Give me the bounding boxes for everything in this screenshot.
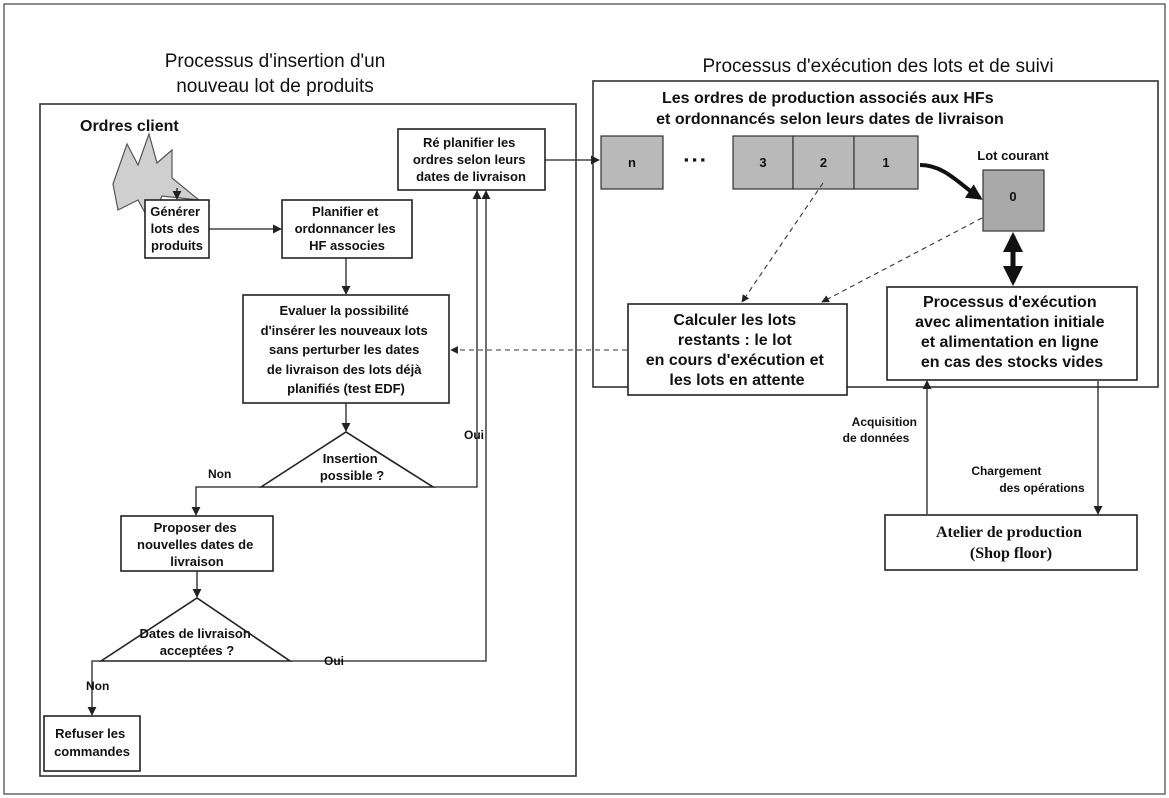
queue-cell	[853, 135, 919, 190]
queue-cell-label: 1	[882, 155, 889, 170]
queue-cell	[732, 135, 794, 190]
svg-text:Proposer des nouvelles dat: Proposer des nouvelles dates de livraiso…	[137, 520, 257, 569]
arrow-insertion-non	[191, 486, 261, 516]
left-panel-title-line2: nouveau lot de produits	[176, 76, 374, 97]
replan-orders-line: dates de livraison	[416, 169, 526, 184]
svg-text:Insertion possible ?: Insertion possible ?	[320, 451, 384, 483]
production-order-queue: n 3 2 1	[600, 135, 919, 190]
label-oui-dates: Oui	[324, 654, 344, 668]
plan-schedule-line: Planifier et	[312, 204, 379, 219]
queue-cell-label: 3	[759, 155, 766, 170]
refuse-orders-line: Refuser les	[55, 726, 125, 741]
replan-orders-line: ordres selon leurs	[413, 152, 526, 167]
arrow-insertion-oui	[433, 190, 482, 488]
insertion-decision-line: possible ?	[320, 468, 384, 483]
queue-cell-label: n	[628, 155, 636, 170]
arrow-dates-non	[87, 660, 101, 716]
right-panel-title: Processus d'exécution des lots et de sui…	[702, 56, 1053, 77]
svg-text:Planifier et ordonnancer l: Planifier et ordonnancer les HF associes	[295, 204, 400, 253]
insertion-decision-shape	[258, 431, 436, 488]
label-oui-insertion: Oui	[464, 428, 484, 442]
execution-process-line: avec alimentation initiale	[915, 314, 1105, 331]
arrow-lot1-to-current	[919, 163, 983, 200]
svg-text:Ré planifier les ordres se: Ré planifier les ordres selon leurs date…	[413, 135, 529, 184]
arrow-dates-oui	[290, 190, 491, 662]
current-lot-cell	[982, 169, 1045, 232]
calculate-remaining-line: Calculer les lots	[673, 312, 796, 329]
propose-dates-line: Proposer des	[154, 520, 237, 535]
dates-decision-line: Dates de livraison	[140, 626, 251, 641]
operations-loading-line: Chargement	[971, 464, 1041, 478]
customer-orders-label: Ordres client	[80, 118, 179, 135]
svg-text:Dates de livraison accepté: Dates de livraison acceptées ?	[140, 626, 255, 658]
plan-schedule-line: HF associes	[309, 238, 385, 253]
dates-decision-line: acceptées ?	[160, 643, 234, 658]
dashed-arrow-lot2-to-calculate	[741, 182, 824, 303]
shop-floor-line: (Shop floor)	[970, 545, 1052, 562]
svg-text:Acquisition de données: Acquisition de données	[843, 415, 921, 445]
shop-floor-line: Atelier de production	[936, 524, 1082, 541]
svg-text:Chargement des opérations: Chargement des opérations	[971, 464, 1085, 495]
execution-process-line: et alimentation en ligne	[921, 334, 1099, 351]
replan-orders-line: Ré planifier les	[423, 135, 515, 150]
execution-process-line: en cas des stocks vides	[921, 354, 1103, 371]
generate-lots-line: produits	[151, 238, 203, 253]
right-panel-frame	[592, 80, 1159, 388]
left-panel-frame	[39, 103, 577, 777]
calculate-remaining-line: les lots en attente	[669, 372, 804, 389]
queue-caption-line: et ordonnancés selon leurs dates de livr…	[656, 111, 1004, 128]
propose-dates-line: livraison	[170, 554, 224, 569]
evaluate-insertion-line: d'insérer les nouveaux lots	[261, 323, 428, 338]
svg-text:Evaluer la possibilité d'i: Evaluer la possibilité d'insérer les nou…	[261, 303, 432, 396]
svg-text:Calculer les lots restants: Calculer les lots restants : le lot en c…	[646, 312, 829, 389]
svg-text:Générer lots des produ: Générer lots des produits	[150, 204, 204, 253]
calculate-remaining-line: en cours d'exécution et	[646, 352, 825, 369]
queue-caption-line: Les ordres de production associés aux HF…	[662, 90, 994, 107]
label-non-dates: Non	[86, 679, 109, 693]
svg-text:Refuser les commandes: Refuser les commandes	[54, 726, 130, 759]
data-acquisition-line: de données	[843, 431, 910, 445]
generate-lots-line: lots des	[151, 221, 200, 236]
refuse-orders-box	[43, 715, 141, 772]
evaluate-insertion-line: planifiés (test EDF)	[287, 381, 405, 396]
generate-lots-line: Générer	[150, 204, 200, 219]
plan-schedule-line: ordonnancer les	[295, 221, 396, 236]
calculate-remaining-line: restants : le lot	[678, 332, 792, 349]
evaluate-insertion-line: sans perturber les dates	[269, 342, 419, 357]
left-panel-title-line1: Processus d'insertion d'un	[165, 51, 386, 72]
data-acquisition-line: Acquisition	[852, 415, 917, 429]
outer-border	[3, 3, 1166, 795]
svg-text:Atelier de production (Sho: Atelier de production (Shop floor)	[936, 524, 1086, 562]
dashed-arrow-current-to-calculate	[821, 217, 983, 303]
current-lot-value: 0	[1009, 189, 1016, 204]
current-lot-label: Lot courant	[977, 148, 1049, 163]
label-non-insertion: Non	[208, 467, 231, 481]
evaluate-insertion-box	[242, 294, 450, 404]
dates-decision-shape	[98, 597, 293, 662]
queue-cell	[792, 135, 855, 190]
shop-floor-box	[884, 514, 1138, 571]
insertion-decision-line: Insertion	[323, 451, 378, 466]
generate-lots-box	[144, 199, 210, 259]
execution-process-box	[886, 286, 1138, 381]
execution-process-line: Processus d'exécution	[923, 294, 1097, 311]
plan-schedule-box	[281, 199, 413, 259]
queue-ellipsis: ▪ ▪ ▪	[684, 152, 705, 167]
operations-loading-line: des opérations	[999, 481, 1085, 495]
evaluate-insertion-line: Evaluer la possibilité	[280, 303, 409, 318]
customer-orders-star-icon	[112, 132, 201, 224]
propose-dates-line: nouvelles dates de	[137, 537, 253, 552]
queue-cell	[600, 135, 664, 190]
evaluate-insertion-line: de livraison des lots déjà	[267, 362, 422, 377]
calculate-remaining-box	[627, 303, 848, 396]
svg-text:Les ordres de production assoc: Les ordres de production associés aux HF…	[656, 90, 1004, 128]
queue-cell-label: 2	[820, 155, 827, 170]
refuse-orders-line: commandes	[54, 744, 130, 759]
svg-text:Processus d'exécution avec: Processus d'exécution avec alimentation …	[915, 294, 1109, 371]
